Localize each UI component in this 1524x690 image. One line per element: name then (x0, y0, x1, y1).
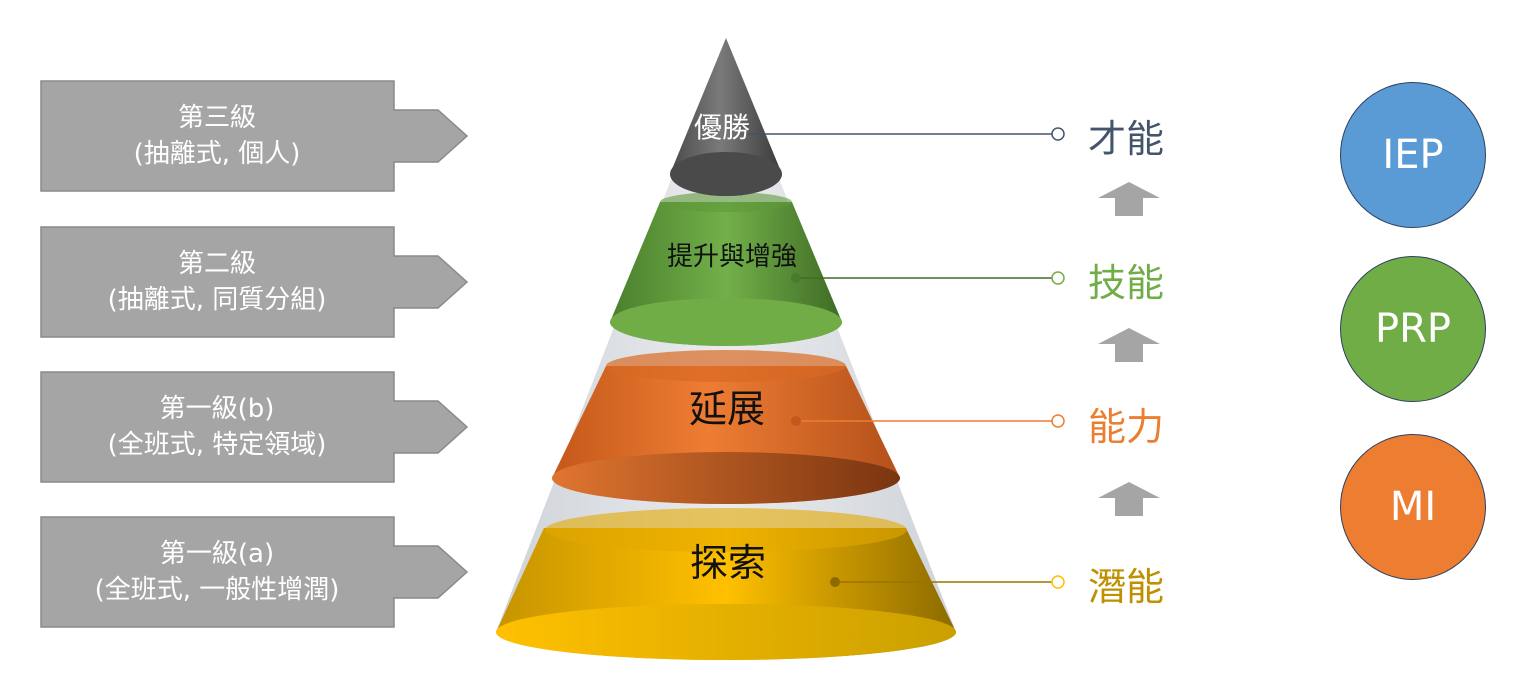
connector-end-top (1051, 127, 1065, 141)
arrow-shape (40, 80, 468, 192)
connector-end-bottom (1051, 575, 1065, 589)
level-arrow-1a: 第一級(a) (全班式, 一般性增潤) (40, 516, 468, 628)
outcome-top: 才能 (1088, 117, 1165, 161)
connector-end-second (1051, 271, 1065, 285)
badge-mi: MI (1340, 434, 1486, 580)
level-text-3: 第三級 (抽離式, 個人) (40, 80, 394, 192)
outcome-third: 能力 (1088, 405, 1165, 449)
connector-start-second (791, 273, 801, 283)
badge-label: MI (1389, 484, 1437, 530)
level-text-1a: 第一級(a) (全班式, 一般性增潤) (40, 516, 394, 628)
level-title: 第一級(b) (159, 394, 275, 424)
arrow-shape (40, 516, 468, 628)
tier-third-base (552, 452, 900, 504)
tier-label-bottom: 探索 (689, 541, 767, 585)
tier-label-third: 延展 (688, 387, 766, 431)
level-text-2: 第二級 (抽離式, 同質分組) (40, 226, 394, 338)
level-subtitle: (抽離式, 同質分組) (107, 285, 327, 315)
badge-label: IEP (1382, 132, 1444, 178)
outcome-bottom: 潛能 (1088, 565, 1165, 609)
badge-prp: PRP (1340, 256, 1486, 402)
level-text-1b: 第一級(b) (全班式, 特定領域) (40, 371, 394, 483)
tier-top-base (670, 152, 782, 196)
level-title: 第一級(a) (159, 539, 275, 569)
level-arrow-2: 第二級 (抽離式, 同質分組) (40, 226, 468, 338)
level-subtitle: (全班式, 一般性增潤) (94, 575, 340, 605)
tier-label-second: 提升與增強 (666, 242, 798, 272)
level-arrow-3: 第三級 (抽離式, 個人) (40, 80, 468, 192)
badge-iep: IEP (1340, 82, 1486, 228)
badge-label: PRP (1374, 306, 1452, 352)
up-arrow-3 (1098, 482, 1160, 516)
tier-third-top (606, 350, 846, 382)
up-arrow-2 (1098, 328, 1160, 362)
level-title: 第三級 (177, 103, 256, 133)
connector-start-third (791, 416, 801, 426)
tier-bottom-base (496, 604, 956, 660)
arrow-shape (40, 226, 468, 338)
tier-bottom-top (545, 508, 907, 552)
connector-end-third (1051, 414, 1065, 428)
arrow-shape (40, 371, 468, 483)
level-title: 第二級 (177, 249, 256, 279)
outcome-second: 技能 (1088, 261, 1165, 305)
up-arrow-1 (1098, 182, 1160, 216)
tier-label-top: 優勝 (693, 111, 751, 144)
level-subtitle: (全班式, 特定領域) (107, 430, 327, 460)
level-subtitle: (抽離式, 個人) (133, 139, 301, 169)
tier-second-base (610, 298, 842, 346)
tier-second-top (660, 192, 792, 212)
level-arrow-1b: 第一級(b) (全班式, 特定領域) (40, 371, 468, 483)
connector-start-bottom (830, 577, 840, 587)
